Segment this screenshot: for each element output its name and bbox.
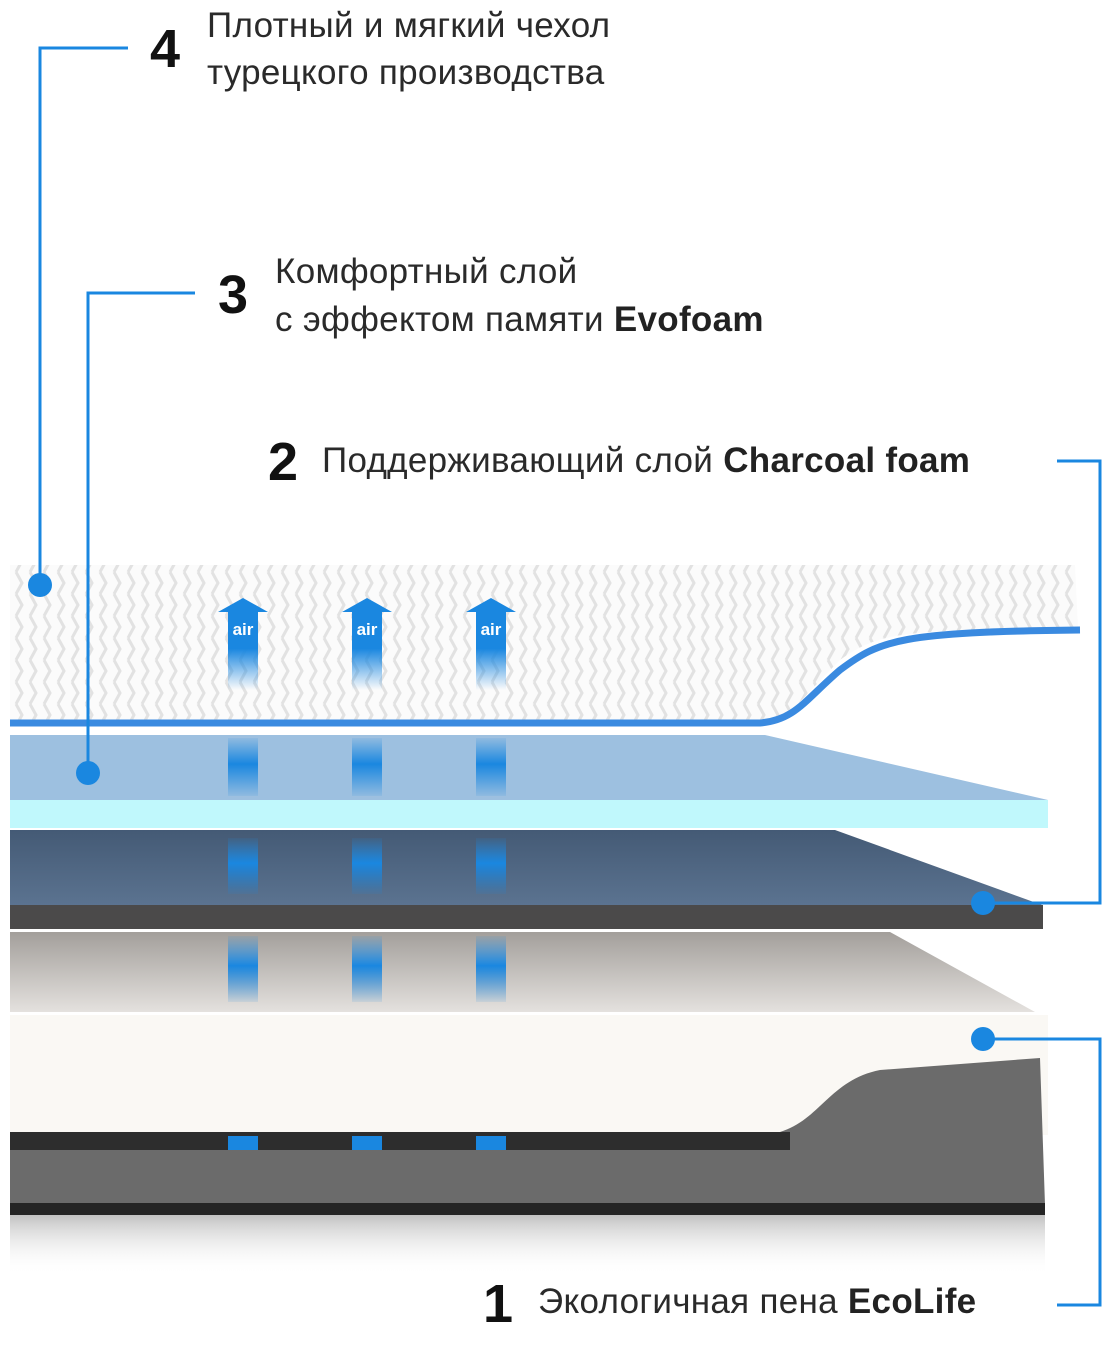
layer-label-4-line2: турецкого производства (207, 53, 605, 92)
air-arrow-1 (218, 598, 268, 690)
brand-evofoam: Evofoam (613, 300, 764, 339)
air-channels (228, 738, 506, 1150)
layer-label-2: Поддерживающий слой Charcoal foam (322, 441, 971, 480)
brand-charcoal-foam: Charcoal foam (723, 441, 971, 480)
brand-ecolife: EcoLife (847, 1282, 977, 1321)
air-arrows (218, 598, 516, 690)
ecolife-bottom-edge (10, 1203, 1045, 1215)
marker-dot-1 (971, 1027, 995, 1051)
gray-layer (10, 932, 1035, 1012)
air-label: air (356, 620, 378, 639)
layer-number-3: 3 (218, 265, 249, 325)
leader-line-2 (983, 459, 1102, 905)
layer-label-3-line1: Комфортный слой (275, 252, 578, 291)
leader-line-4 (38, 46, 128, 585)
ecolife-base (10, 1058, 1045, 1205)
layer-label-4-line1: Плотный и мягкий чехол (207, 6, 611, 45)
cyan-strip (10, 800, 1048, 828)
layer-label-3-line2: с эффектом памяти Evofoam (275, 300, 764, 339)
layer-number-1: 1 (483, 1274, 514, 1334)
layer-number-2: 2 (268, 432, 299, 492)
charcoal-layer (10, 830, 1042, 905)
air-label: air (480, 620, 502, 639)
marker-dot-3 (76, 761, 100, 785)
ecolife-dark-strip (10, 1132, 790, 1150)
air-arrow-3 (466, 598, 516, 690)
marker-dot-2 (971, 891, 995, 915)
floor-shadow (10, 1215, 1045, 1275)
cover-edge (10, 626, 1081, 727)
leader-line-1 (983, 1037, 1102, 1307)
layer-label-1: Экологичная пена EcoLife (538, 1282, 977, 1321)
charcoal-edge (10, 905, 1043, 929)
layer-number-4: 4 (150, 19, 181, 79)
air-label: air (232, 620, 254, 639)
leader-line-3 (86, 291, 195, 773)
marker-dot-4 (28, 573, 52, 597)
air-arrow-2 (342, 598, 392, 690)
cover-layer (10, 565, 1078, 722)
evofoam-layer (10, 735, 1048, 800)
